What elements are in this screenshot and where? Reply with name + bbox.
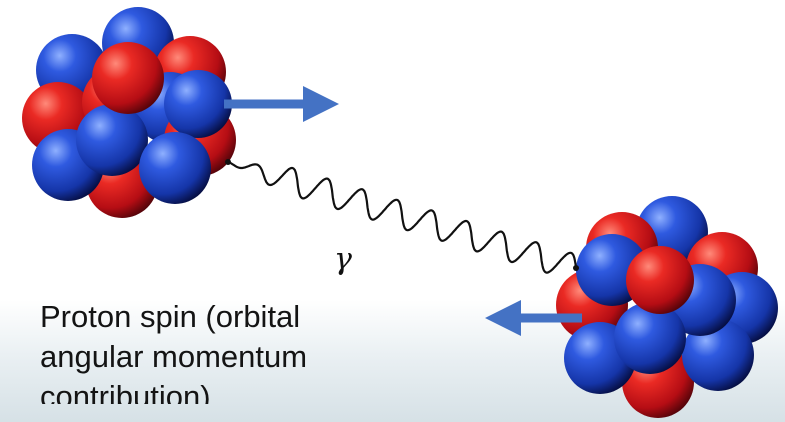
proton xyxy=(626,246,694,314)
neutron xyxy=(76,104,148,176)
caption-line: contribution) xyxy=(40,379,211,404)
caption-line: angular momentum xyxy=(40,339,308,374)
neutron xyxy=(164,70,232,138)
nucleus-left xyxy=(22,7,236,218)
photon-emission-point xyxy=(225,159,231,165)
nucleus-right xyxy=(556,196,778,418)
caption-line: Proton spin (orbital xyxy=(40,299,301,334)
photon-label: γ xyxy=(334,242,352,277)
neutron xyxy=(614,302,686,374)
photon-wave xyxy=(226,160,578,274)
caption: Proton spin (orbital angular momentum co… xyxy=(40,296,460,404)
proton xyxy=(92,42,164,114)
neutron xyxy=(139,132,211,204)
neutron xyxy=(682,319,754,391)
photon-absorption-point xyxy=(573,265,579,271)
